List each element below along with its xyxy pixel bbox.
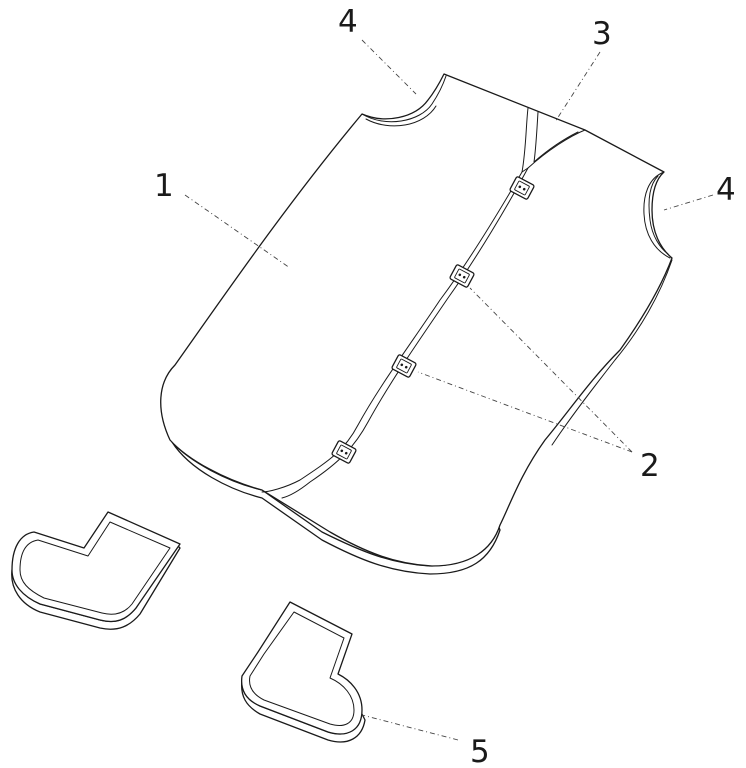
armhole-right-inner [648,175,669,255]
boot-pad-left-inner [19,521,171,615]
neck-opening-inner [533,111,579,163]
boot-pad-right-inner [249,611,355,726]
callout-1: 1 [154,168,174,204]
callout-3: 3 [592,16,612,52]
snap-button [331,440,357,464]
neck-opening [521,107,586,173]
leader-2b [417,371,633,453]
leader-5 [361,714,459,741]
armhole-left-inner [365,105,437,127]
boot-pad-left [11,511,181,630]
leader-4-right [663,194,714,211]
leader-2a [469,287,633,453]
callout-4-right: 4 [716,172,736,208]
front-placket-seam [261,171,523,493]
callout-5: 5 [470,734,490,768]
vest-outline [160,73,673,567]
front-placket-seam-2 [281,167,529,499]
boot-pad-left-top [11,511,181,623]
leader-1 [184,194,291,269]
vest-body [160,73,673,575]
right-side-seam [551,259,673,446]
callout-2: 2 [640,448,660,484]
boot-pad-right-top [240,601,363,735]
snap-button [449,264,475,288]
boot-pad-right [240,601,366,743]
snap-button [391,354,417,378]
leader-lines [184,39,714,741]
armhole-right-rim [643,171,671,259]
armhole-left-rim [361,75,447,123]
leader-3 [554,51,601,123]
snap-button [509,176,535,200]
callout-4-left: 4 [338,4,358,40]
leader-4-left [361,39,417,95]
